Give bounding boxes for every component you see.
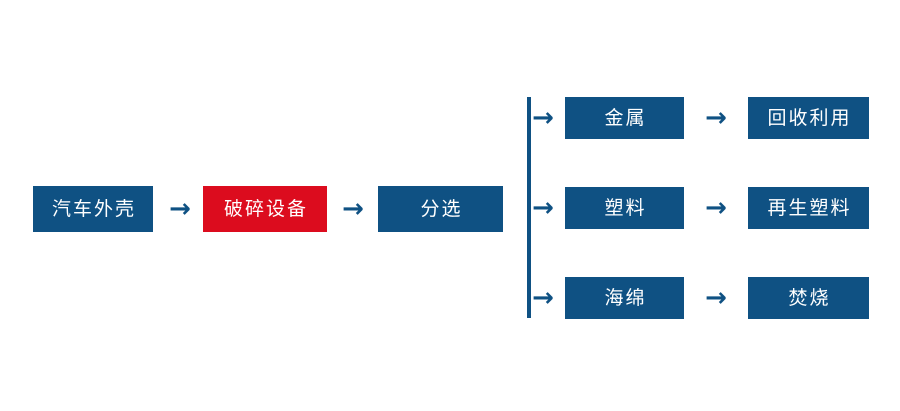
arrow-n4-to-n5: → [705,103,727,133]
arrow-n3-to-split-bus: → [532,103,554,133]
split-connector-line [527,97,531,318]
arrow-n8-to-n9: → [705,283,727,313]
arrow-n6-to-n7: → [705,193,727,223]
flow-node-n9[interactable]: 焚烧 [748,277,869,319]
arrow-n1-to-n2: → [169,194,191,224]
arrow-n2-to-n3: → [342,194,364,224]
flow-node-n7[interactable]: 再生塑料 [748,187,869,229]
flow-node-n3[interactable]: 分选 [378,186,503,232]
arrow-split-bus-to-n6: → [532,193,554,223]
flow-node-n8[interactable]: 海绵 [565,277,684,319]
flow-node-n2[interactable]: 破碎设备 [203,186,327,232]
flow-node-n5[interactable]: 回收利用 [748,97,869,139]
flow-node-n4[interactable]: 金属 [565,97,684,139]
arrow-split-bus-to-n8: → [532,283,554,313]
flow-node-n6[interactable]: 塑料 [565,187,684,229]
flow-node-n1[interactable]: 汽车外壳 [33,186,153,232]
